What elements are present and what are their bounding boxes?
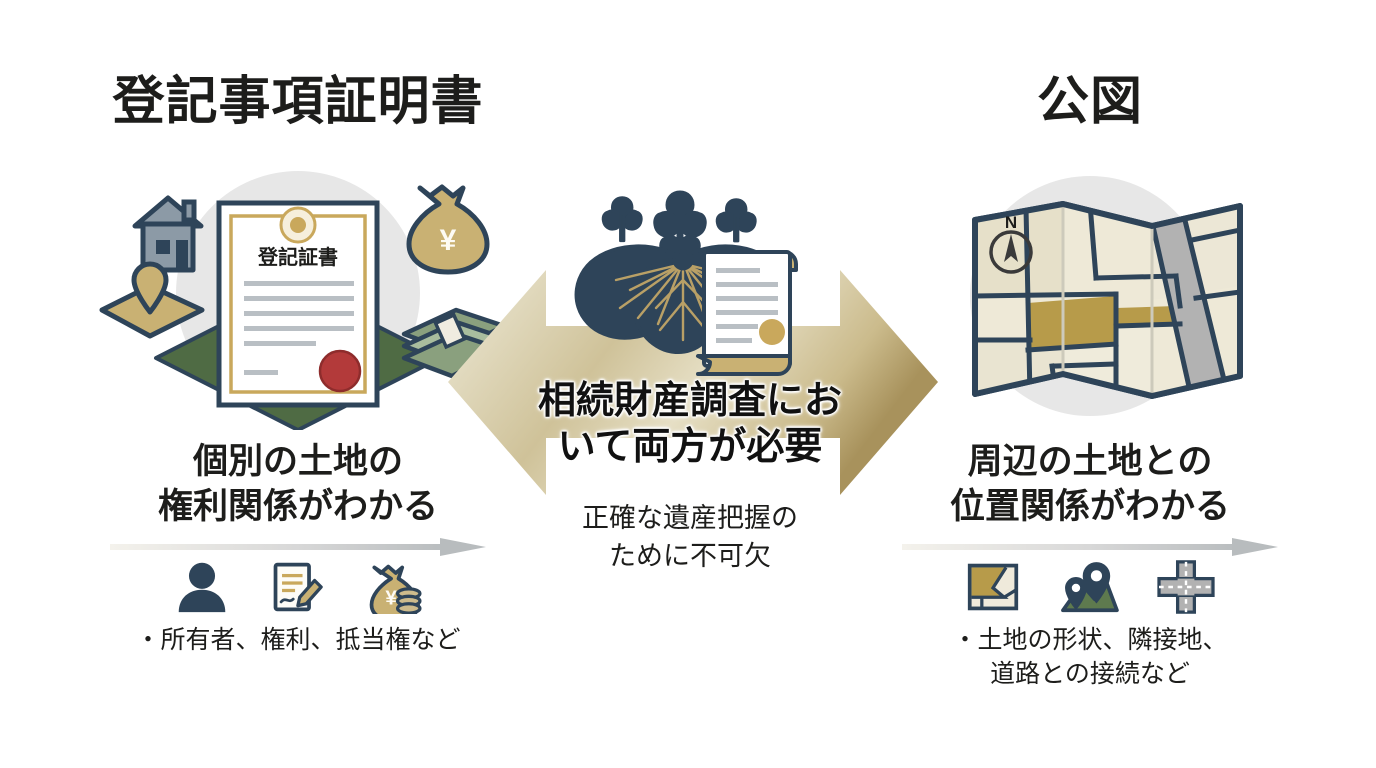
paulownia-crest-scroll-illustration	[550, 190, 820, 380]
land-parcel-shape-icon	[965, 560, 1021, 614]
right-icon-row	[880, 556, 1300, 618]
left-subtitle-line2: 権利関係がわかる	[157, 486, 438, 526]
right-column-subtitle: 周辺の土地との 位置関係がわかる	[880, 440, 1300, 530]
left-column: 登記事項証明書	[88, 0, 508, 768]
center-column: 相続財産調査にお いて両方が必要 正確な遺産把握の ために不可欠	[440, 0, 940, 768]
left-icon-row: ¥	[88, 556, 508, 618]
right-bullet-line2: 道路との接続など	[990, 659, 1190, 688]
money-bag-icon: ¥	[406, 184, 490, 275]
double-headed-arrow	[448, 270, 938, 495]
svg-text:¥: ¥	[440, 224, 457, 257]
right-progress-arrow	[902, 536, 1278, 558]
road-intersection-icon	[1157, 560, 1215, 614]
left-column-title: 登記事項証明書	[112, 73, 484, 131]
right-column-title: 公図	[1036, 73, 1143, 131]
compass-label: N	[1005, 213, 1017, 232]
left-column-bullet: ・所有者、権利、抵当権など	[135, 626, 461, 654]
folded-map-svg: N	[970, 176, 1243, 416]
money-bag-coins-icon: ¥	[362, 560, 422, 614]
certificate-title-text: 登記証書	[257, 245, 338, 269]
center-note: 正確な遺産把握の ために不可欠	[440, 500, 940, 576]
certificate-paper: 登記証書	[216, 200, 380, 408]
center-note-line2: ために不可欠	[609, 540, 771, 571]
left-column-subtitle: 個別の土地の 権利関係がわかる	[88, 440, 508, 530]
map-pins-land-icon	[1059, 560, 1119, 614]
owner-person-icon	[174, 560, 230, 614]
scroll-document-icon	[696, 250, 798, 376]
center-headline-line1: 相続財産調査にお	[537, 380, 842, 422]
left-progress-arrow	[110, 536, 486, 558]
folded-cadastral-map-illustration: N	[880, 168, 1300, 430]
registry-certificate-svg: ¥ 登記証書	[99, 171, 507, 432]
center-headline-line2: いて両方が必要	[557, 426, 823, 469]
right-bullet-line1: ・土地の形状、隣接地、	[952, 626, 1228, 654]
right-column: 公図	[880, 0, 1300, 768]
right-column-bullet: ・土地の形状、隣接地、 道路との接続など	[880, 624, 1300, 692]
center-headline: 相続財産調査にお いて両方が必要	[440, 378, 940, 471]
contract-document-pen-icon	[268, 560, 324, 614]
center-note-line1: 正確な遺産把握の	[582, 503, 798, 533]
registry-certificate-illustration: ¥ 登記証書	[88, 168, 508, 432]
right-subtitle-line1: 周辺の土地との	[967, 442, 1213, 481]
left-subtitle-line1: 個別の土地の	[192, 442, 403, 481]
svg-text:¥: ¥	[385, 587, 397, 610]
compass-north-icon: N	[989, 213, 1033, 274]
right-subtitle-line2: 位置関係がわかる	[949, 486, 1230, 526]
house-icon	[132, 195, 204, 273]
land-pin-icon	[99, 261, 205, 339]
